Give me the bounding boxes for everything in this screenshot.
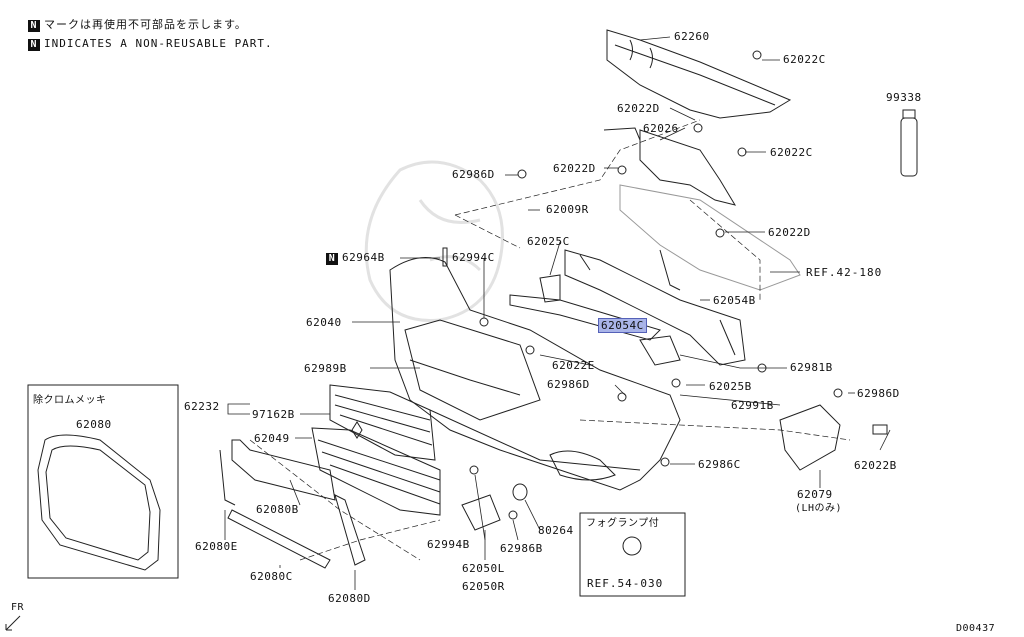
lower-grille-62049: [311, 427, 441, 516]
label-ref-54-030: REF.54-030: [587, 577, 664, 590]
grille-62080: [37, 434, 161, 571]
label-62022D-b: 62022D: [553, 162, 596, 175]
label-62026: 62026: [643, 122, 679, 135]
label-62994B: 62994B: [427, 538, 470, 551]
label-62989B: 62989B: [304, 362, 347, 375]
label-ref-42-180: REF.42-180: [806, 266, 883, 279]
label-62986D-c: 62986D: [857, 387, 900, 400]
non-reusable-badge: N: [326, 253, 338, 265]
trim-62080B: [231, 439, 336, 501]
drawing-code: D00437: [956, 623, 996, 634]
note-jp-text: マークは再使用不可部品を示します。: [44, 18, 247, 31]
trim-62080C: [227, 509, 331, 569]
label-62022B: 62022B: [854, 459, 897, 472]
label-62232: 62232: [184, 400, 220, 413]
box-chrome-delete: [27, 384, 179, 579]
label-62080D: 62080D: [328, 592, 371, 605]
label-62079: 62079: [797, 488, 833, 501]
label-62994C: 62994C: [452, 251, 495, 264]
phantom-lines: [249, 119, 851, 561]
label-62022D-a: 62022D: [617, 102, 660, 115]
fog-lamp-icon: [622, 536, 642, 556]
non-reusable-badge: N: [28, 39, 40, 51]
trim-62080D: [334, 494, 366, 566]
fog-bezel-62050: [461, 494, 501, 531]
reinforcement-62054B: [564, 249, 746, 366]
leader-lines: [224, 36, 891, 590]
bracket-62026: [639, 129, 737, 206]
under-shield-62260: [606, 29, 792, 119]
label-62986C: 62986C: [698, 458, 741, 471]
label-62981B: 62981B: [790, 361, 833, 374]
label-62025C: 62025C: [527, 235, 570, 248]
label-62080: 62080: [76, 418, 112, 431]
label-62054B: 62054B: [713, 294, 756, 307]
label-62991B: 62991B: [731, 399, 774, 412]
fr-arrow-icon: [5, 615, 21, 631]
label-62079-lh-only: (LHのみ): [795, 503, 843, 514]
note-en-text: INDICATES A NON-REUSABLE PART.: [44, 37, 273, 50]
grille-62989B: [329, 384, 436, 461]
sealant-99338: [900, 117, 918, 177]
bracket-62025C: [539, 274, 561, 303]
label-97162B: 97162B: [252, 408, 295, 421]
label-62964B-text: 62964B: [342, 251, 385, 264]
watermark-logo: [364, 160, 504, 322]
bumper-cover-62040: [389, 257, 681, 491]
label-62040: 62040: [306, 316, 342, 329]
label-62054C-highlighted[interactable]: 62054C: [598, 318, 647, 333]
label-fr: FR: [11, 602, 25, 613]
label-62050R: 62050R: [462, 580, 505, 593]
label-62009R: 62009R: [546, 203, 589, 216]
box-fog-title: フォグランプ付: [586, 518, 660, 529]
label-62049: 62049: [254, 432, 290, 445]
label-62986D-b: 62986D: [547, 378, 590, 391]
label-62022C-a: 62022C: [783, 53, 826, 66]
label-62025B: 62025B: [709, 380, 752, 393]
label-62964B: N 62964B: [326, 251, 385, 265]
fog-bulb-80264: [512, 483, 528, 501]
note-jp: N マークは再使用不可部品を示します。: [28, 18, 247, 32]
box-chrome-title: 除クロムメッキ: [33, 395, 107, 406]
non-reusable-badge: N: [28, 20, 40, 32]
label-80264: 80264: [538, 524, 574, 537]
bracket-62025B: [639, 335, 681, 366]
label-62080C: 62080C: [250, 570, 293, 583]
label-62022D-c: 62022D: [768, 226, 811, 239]
label-62260: 62260: [674, 30, 710, 43]
label-62080E: 62080E: [195, 540, 238, 553]
label-99338: 99338: [886, 91, 922, 104]
label-62986D-a: 62986D: [452, 168, 495, 181]
label-62050L: 62050L: [462, 562, 505, 575]
trim-62080E: [219, 449, 236, 506]
label-62986B: 62986B: [500, 542, 543, 555]
bracket-62079: [779, 404, 841, 471]
label-62022C-b: 62022C: [770, 146, 813, 159]
box-fog-lamp: [579, 512, 686, 597]
fasteners: [442, 50, 888, 520]
label-62022E: 62022E: [552, 359, 595, 372]
note-en: N INDICATES A NON-REUSABLE PART.: [28, 37, 273, 51]
emblem-97162B: [351, 421, 363, 439]
label-62080B: 62080B: [256, 503, 299, 516]
